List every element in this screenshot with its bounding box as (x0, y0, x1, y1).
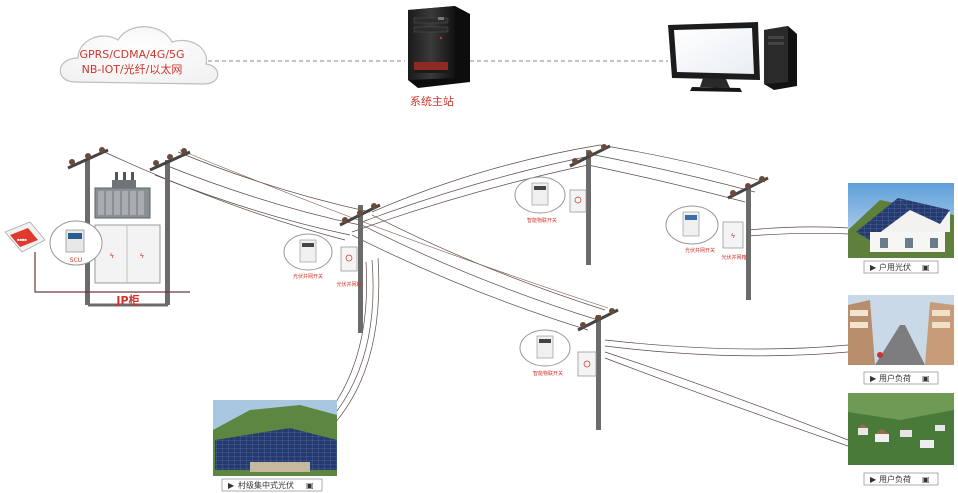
pv-grid-switch-label-b: 光伏并网开关 (685, 247, 715, 254)
user-load-caption-text-1: 用户负荷 (879, 373, 911, 383)
concentrator-box-icon: ■■■■ (4, 221, 46, 253)
cloud-line-2: NB-IOT/光纤/以太网 (82, 62, 183, 76)
pv-grid-switch-callout-a (283, 233, 333, 271)
svg-text:▶: ▶ (870, 374, 877, 383)
user-load-caption-text-2: 用户负荷 (879, 474, 911, 484)
svg-text:ϟ: ϟ (731, 233, 735, 240)
household-pv-caption-text: 户用光伏 (879, 262, 911, 272)
cloud-line-1: GPRS/CDMA/4G/5G (79, 48, 184, 61)
household-pv-photo (848, 183, 954, 258)
transformer-pole-assembly: ϟ ϟ (34, 147, 191, 307)
smart-iot-switch-callout-b (519, 329, 571, 367)
smart-iot-switch-label-b: 智能物联开关 (533, 370, 563, 377)
photo-icon: ▣ (922, 475, 930, 484)
pv-grid-switch-callout-b (665, 205, 719, 245)
village-pv-photo (213, 400, 337, 476)
pole-upper-right (569, 144, 611, 265)
svg-text:▶: ▶ (228, 481, 235, 490)
power-lines (99, 144, 851, 447)
pv-grid-switch-label-a: 光伏并网开关 (293, 273, 323, 280)
pole-middle (339, 203, 381, 333)
svg-text:ϟ: ϟ (110, 253, 114, 260)
svg-text:■■■■: ■■■■ (17, 237, 27, 242)
village-pv-caption-text: 村级集中式光伏 (238, 480, 294, 490)
server-tower-icon (408, 6, 470, 88)
user-load-caption-1[interactable]: ▶ 用户负荷 ▣ (863, 371, 939, 385)
pv-grid-box-label-a: 光伏并网箱 (336, 281, 361, 288)
pv-grid-box-label-b: 光伏并网箱 (721, 254, 746, 261)
svg-text:▶: ▶ (870, 263, 877, 272)
network-cloud: GPRS/CDMA/4G/5G NB-IOT/光纤/以太网 (59, 26, 219, 85)
scu-label: SCU (70, 257, 82, 264)
svg-text:ϟ: ϟ (140, 253, 144, 260)
smart-iot-switch-label-a: 智能物联开关 (527, 217, 557, 224)
scu-callout: SCU (49, 220, 103, 266)
photo-icon: ▣ (922, 263, 930, 272)
household-pv-caption[interactable]: ▶ 户用光伏 ▣ (863, 260, 939, 274)
pole-far-right: ϟ (722, 176, 769, 300)
photo-icon: ▣ (922, 374, 930, 383)
svg-text:▶: ▶ (870, 475, 877, 484)
user-load-caption-2[interactable]: ▶ 用户负荷 ▣ (863, 472, 939, 486)
pole-lower (577, 308, 619, 430)
user-load-photo-2 (848, 393, 954, 465)
jp-cabinet-label: JP柜 (115, 293, 139, 307)
smart-iot-switch-callout-a (514, 176, 566, 214)
user-load-photo-1 (848, 295, 954, 365)
desktop-computer-icon (668, 22, 797, 92)
photo-icon: ▣ (306, 481, 314, 490)
village-pv-caption[interactable]: ▶ 村级集中式光伏 ▣ (221, 478, 323, 492)
master-station-label: 系统主站 (410, 94, 454, 108)
